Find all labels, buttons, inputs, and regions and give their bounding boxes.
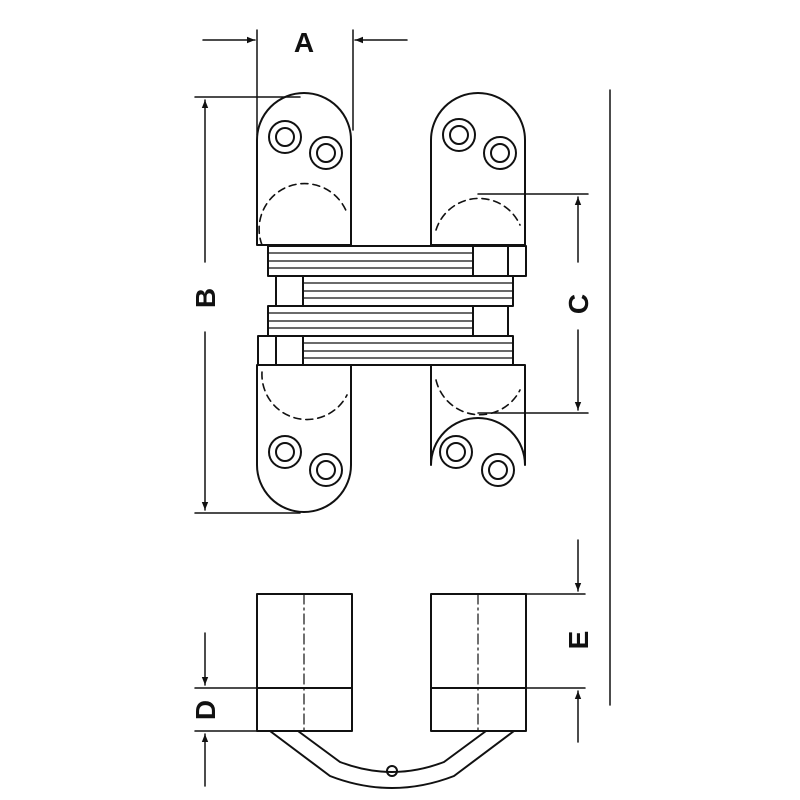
leaf-bottom-right [430, 364, 526, 487]
dimension-label-a: A [294, 27, 314, 58]
leaf-bottom-left [256, 364, 352, 513]
hinge-front-view [256, 92, 527, 513]
hinge-arms [257, 245, 527, 366]
dimension-label-c: C [563, 294, 594, 314]
leaf-top-right [430, 92, 526, 246]
dimension-label-d: D [190, 700, 221, 720]
leaf-top-left [256, 92, 352, 246]
dimension-lines [194, 29, 611, 787]
dimension-label-b: B [190, 288, 221, 308]
hinge-side-view [256, 593, 527, 789]
dimension-label-e: E [563, 631, 594, 650]
